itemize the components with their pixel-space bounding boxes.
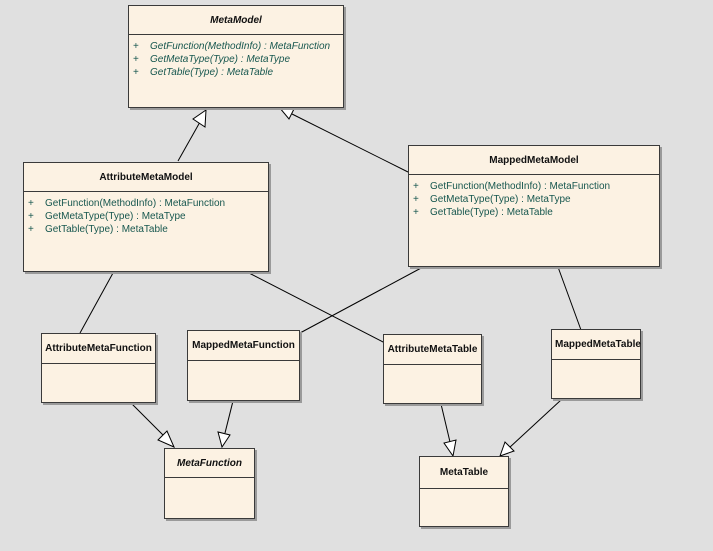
generalization-arrowhead: [443, 439, 457, 458]
class-name: MetaFunction: [165, 449, 254, 478]
visibility: +: [133, 41, 139, 52]
operation-signature: GetMetaType(Type) : MetaType: [45, 211, 186, 222]
operation-signature: GetMetaType(Type) : MetaType: [430, 194, 571, 205]
class-name: MetaTable: [420, 457, 508, 489]
visibility: +: [133, 67, 139, 78]
operation: + GetMetaType(Type) : MetaType: [133, 53, 339, 66]
visibility: +: [413, 207, 419, 218]
visibility: +: [28, 211, 34, 222]
operation: + GetFunction(MethodInfo) : MetaFunction: [28, 197, 264, 210]
generalization-mappedmetafunction-metafunction[interactable]: [224, 400, 234, 434]
operation: + GetFunction(MethodInfo) : MetaFunction: [133, 40, 339, 53]
operation: + GetMetaType(Type) : MetaType: [413, 193, 655, 206]
class-attributemetamodel[interactable]: AttributeMetaModel + GetFunction(MethodIn…: [23, 162, 269, 272]
class-name: AttributeMetaModel: [24, 163, 268, 192]
association-mappedmetamodel-mappedmetafunction[interactable]: [299, 266, 424, 334]
operation-signature: GetTable(Type) : MetaTable: [150, 67, 274, 78]
operations-compartment: +GetFunction(MethodInfo) : MetaFunction …: [129, 35, 343, 84]
visibility: +: [413, 194, 419, 205]
operation: + GetTable(Type) : MetaTable: [28, 223, 264, 236]
operation-signature: GetTable(Type) : MetaTable: [45, 224, 168, 235]
generalization-attributemetafunction-metafunction[interactable]: [130, 402, 165, 437]
association-attributemetamodel-attributemetatable[interactable]: [248, 272, 388, 345]
class-metafunction[interactable]: MetaFunction: [164, 448, 255, 519]
class-name: MappedMetaModel: [409, 146, 659, 175]
operation: + GetFunction(MethodInfo) : MetaFunction: [413, 180, 655, 193]
generalization-attributemetamodel-metamodel[interactable]: [177, 121, 201, 162]
operations-compartment: +GetFunction(MethodInfo) : MetaFunction …: [24, 192, 268, 241]
visibility: +: [28, 224, 34, 235]
generalization-mappedmetamodel-metamodel[interactable]: [291, 113, 409, 173]
class-name: AttributeMetaFunction: [42, 334, 155, 364]
operation-signature: GetFunction(MethodInfo) : MetaFunction: [45, 198, 226, 209]
operation-signature: GetFunction(MethodInfo) : MetaFunction: [150, 41, 331, 52]
generalization-attributemetatable-metatable[interactable]: [440, 403, 451, 443]
operation-signature: GetMetaType(Type) : MetaType: [150, 54, 291, 65]
class-name: MappedMetaFunction: [188, 331, 299, 361]
generalization-arrowhead: [217, 431, 231, 449]
class-mappedmetafunction[interactable]: MappedMetaFunction: [187, 330, 300, 401]
class-name: MetaModel: [129, 6, 343, 35]
generalization-arrowhead: [277, 106, 296, 120]
association-mappedmetamodel-mappedmetatable[interactable]: [557, 266, 582, 331]
class-metatable[interactable]: MetaTable: [419, 456, 509, 527]
class-mappedmetatable[interactable]: MappedMetaTable: [551, 329, 641, 399]
association-attributemetamodel-attributemetafunction[interactable]: [79, 272, 114, 334]
operation: + GetMetaType(Type) : MetaType: [28, 210, 264, 223]
operations-compartment: +GetFunction(MethodInfo) : MetaFunction …: [409, 175, 659, 224]
operation: + GetTable(Type) : MetaTable: [413, 206, 655, 219]
visibility: +: [28, 198, 34, 209]
visibility: +: [413, 181, 419, 192]
class-metamodel[interactable]: MetaModel + GetFunction(MethodInfo) : Met…: [128, 5, 344, 108]
generalization-arrowhead: [157, 430, 175, 448]
class-attributemetafunction[interactable]: AttributeMetaFunction: [41, 333, 156, 403]
operation-signature: GetFunction(MethodInfo) : MetaFunction: [430, 181, 611, 192]
operation: + GetTable(Type) : MetaTable: [133, 66, 339, 79]
operation-signature: GetTable(Type) : MetaTable: [430, 207, 553, 218]
generalization-mappedmetatable-metatable[interactable]: [508, 399, 562, 449]
visibility: +: [133, 54, 139, 65]
class-name: AttributeMetaTable: [384, 335, 481, 365]
class-mappedmetamodel[interactable]: MappedMetaModel + GetFunction(MethodInfo)…: [408, 145, 660, 267]
class-attributemetatable[interactable]: AttributeMetaTable: [383, 334, 482, 404]
generalization-arrowhead: [499, 441, 515, 457]
class-name: MappedMetaTable: [552, 330, 641, 360]
generalization-arrowhead: [192, 109, 207, 128]
